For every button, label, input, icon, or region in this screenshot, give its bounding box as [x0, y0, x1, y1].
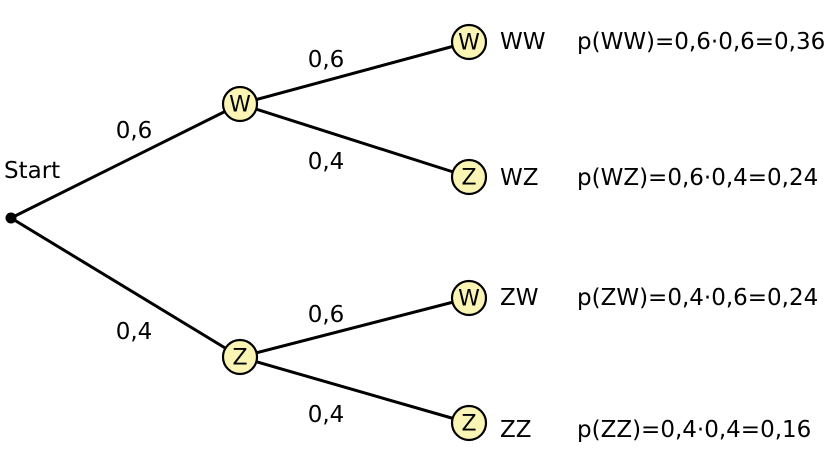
outcome-name-zz: ZZ	[500, 417, 532, 443]
branch-w-ww	[239, 40, 470, 106]
prob-w-ww: 0,6	[308, 47, 345, 73]
node-wz	[450, 158, 488, 196]
start-label: Start	[4, 158, 60, 184]
node-zw-letter: W	[458, 287, 480, 312]
branch-start-z	[10, 216, 241, 359]
formula-wz: p(WZ)=0,6·0,4=0,24	[577, 165, 818, 191]
prob-z-zw: 0,6	[308, 302, 345, 328]
branch-start-w	[10, 102, 241, 220]
node-z	[221, 338, 259, 376]
start-point	[5, 212, 17, 224]
outcome-name-ww: WW	[500, 29, 545, 55]
prob-start-z: 0,4	[116, 319, 153, 345]
branch-z-zw	[239, 296, 470, 359]
node-wz-letter: Z	[461, 166, 476, 191]
node-w	[221, 85, 259, 123]
formula-zz: p(ZZ)=0,4·0,4=0,16	[577, 417, 811, 443]
prob-start-w: 0,6	[116, 118, 153, 144]
outcome-name-zw: ZW	[500, 285, 539, 311]
outcome-name-wz: WZ	[500, 165, 539, 191]
node-zw	[450, 279, 488, 317]
branch-w-wz	[239, 102, 470, 179]
node-ww-letter: W	[458, 31, 480, 56]
node-zz-letter: Z	[461, 412, 476, 437]
node-w-letter: W	[229, 93, 251, 118]
prob-z-zz: 0,4	[308, 402, 345, 428]
node-ww	[450, 23, 488, 61]
node-z-letter: Z	[232, 346, 247, 371]
formula-zw: p(ZW)=0,4·0,6=0,24	[577, 285, 818, 311]
branch-z-zz	[239, 355, 470, 425]
node-zz	[450, 404, 488, 442]
prob-w-wz: 0,4	[308, 149, 345, 175]
formula-ww: p(WW)=0,6·0,6=0,36	[577, 29, 825, 55]
